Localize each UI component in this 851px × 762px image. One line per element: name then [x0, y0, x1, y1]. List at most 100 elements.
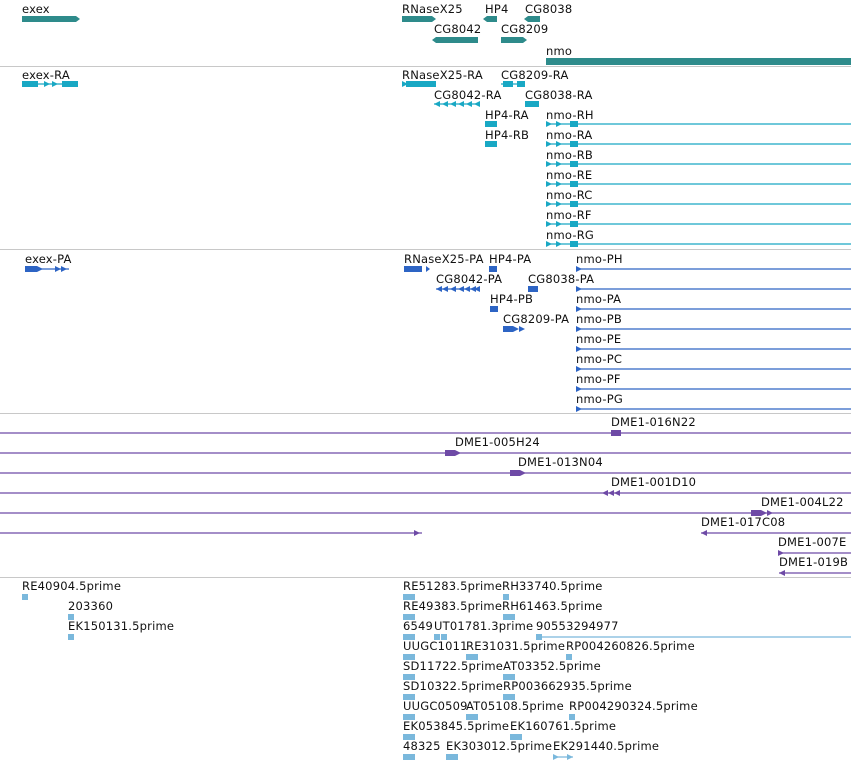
- clone-glyph[interactable]: [0, 430, 851, 436]
- est-glyph[interactable]: [434, 634, 440, 640]
- protein-glyph[interactable]: [576, 406, 851, 412]
- est-glyph[interactable]: [452, 754, 458, 760]
- gene-glyph[interactable]: [432, 37, 478, 43]
- est-label: UUGC0509: [403, 699, 468, 713]
- clone-glyph[interactable]: [0, 530, 422, 536]
- protein-glyph[interactable]: [576, 306, 851, 312]
- protein-label: nmo-PH: [576, 252, 623, 266]
- track-separator: [0, 249, 851, 250]
- est-glyph[interactable]: [68, 614, 74, 620]
- est-glyph[interactable]: [403, 714, 409, 720]
- gene-glyph[interactable]: [524, 16, 540, 22]
- est-glyph[interactable]: [409, 654, 415, 660]
- protein-glyph[interactable]: [576, 286, 851, 292]
- est-glyph[interactable]: [540, 634, 851, 640]
- clone-glyph[interactable]: [778, 550, 851, 556]
- est-glyph[interactable]: [403, 694, 409, 700]
- est-label: RH61463.5prime: [502, 599, 603, 613]
- clone-glyph[interactable]: [0, 450, 851, 456]
- est-glyph[interactable]: [509, 674, 515, 680]
- est-glyph[interactable]: [403, 754, 409, 760]
- protein-glyph[interactable]: [576, 266, 851, 272]
- est-glyph[interactable]: [569, 714, 575, 720]
- est-glyph[interactable]: [446, 754, 452, 760]
- est-glyph[interactable]: [503, 674, 509, 680]
- est-glyph[interactable]: [509, 694, 515, 700]
- est-glyph[interactable]: [403, 734, 409, 740]
- est-glyph[interactable]: [466, 654, 472, 660]
- est-glyph[interactable]: [409, 674, 415, 680]
- transcript-glyph[interactable]: [546, 241, 851, 247]
- clone-glyph[interactable]: [0, 470, 851, 476]
- gene-glyph[interactable]: [402, 16, 436, 22]
- protein-glyph[interactable]: [528, 286, 538, 292]
- est-glyph[interactable]: [503, 694, 509, 700]
- transcript-glyph[interactable]: [525, 101, 539, 107]
- transcript-glyph[interactable]: [22, 81, 78, 87]
- transcript-glyph[interactable]: [546, 221, 851, 227]
- est-glyph[interactable]: [22, 594, 28, 600]
- est-glyph[interactable]: [409, 734, 415, 740]
- est-glyph[interactable]: [516, 734, 522, 740]
- protein-glyph[interactable]: [489, 266, 497, 272]
- transcript-glyph[interactable]: [402, 81, 436, 87]
- est-glyph[interactable]: [403, 654, 409, 660]
- est-glyph[interactable]: [441, 634, 447, 640]
- est-glyph[interactable]: [409, 714, 415, 720]
- clone-glyph[interactable]: [779, 570, 851, 576]
- gene-glyph[interactable]: [546, 58, 851, 65]
- est-label: RP004260826.5prime: [566, 639, 695, 653]
- protein-glyph[interactable]: [25, 266, 69, 272]
- transcript-glyph[interactable]: [546, 141, 851, 147]
- transcript-glyph[interactable]: [546, 161, 851, 167]
- protein-glyph[interactable]: [404, 266, 430, 272]
- protein-glyph[interactable]: [576, 366, 851, 372]
- est-glyph[interactable]: [509, 614, 515, 620]
- gene-label: nmo: [546, 44, 573, 58]
- est-glyph[interactable]: [409, 754, 415, 760]
- transcript-glyph[interactable]: [501, 81, 525, 87]
- est-label: 203360: [68, 599, 114, 613]
- gene-label: exex: [22, 2, 50, 16]
- transcript-label: nmo-RG: [546, 228, 594, 242]
- gene-glyph[interactable]: [483, 16, 497, 22]
- est-glyph[interactable]: [403, 674, 409, 680]
- est-glyph[interactable]: [68, 634, 74, 640]
- protein-glyph[interactable]: [503, 326, 527, 332]
- est-glyph[interactable]: [510, 734, 516, 740]
- transcript-glyph[interactable]: [485, 141, 497, 147]
- est-glyph[interactable]: [466, 714, 472, 720]
- transcript-glyph[interactable]: [546, 121, 851, 127]
- est-glyph[interactable]: [472, 714, 478, 720]
- transcript-glyph[interactable]: [546, 201, 851, 207]
- protein-glyph[interactable]: [436, 286, 480, 292]
- transcript-glyph[interactable]: [546, 181, 851, 187]
- gene-label: CG8209: [501, 22, 549, 36]
- est-glyph[interactable]: [409, 614, 415, 620]
- est-glyph[interactable]: [409, 634, 415, 640]
- transcript-glyph[interactable]: [485, 121, 497, 127]
- protein-glyph[interactable]: [576, 346, 851, 352]
- clone-glyph[interactable]: [701, 530, 851, 536]
- clone-glyph[interactable]: [0, 510, 851, 516]
- genes-track: exex RNaseX25 HP4 CG8038 CG8042 CG8209 n…: [0, 0, 851, 66]
- est-glyph[interactable]: [409, 694, 415, 700]
- est-glyph[interactable]: [403, 634, 409, 640]
- protein-glyph[interactable]: [490, 306, 498, 312]
- est-glyph[interactable]: [472, 654, 478, 660]
- protein-label: nmo-PF: [576, 372, 621, 386]
- transcript-glyph[interactable]: [434, 101, 480, 107]
- est-glyph[interactable]: [553, 754, 573, 760]
- est-glyph[interactable]: [566, 654, 572, 660]
- est-glyph[interactable]: [503, 594, 509, 600]
- protein-glyph[interactable]: [576, 326, 851, 332]
- est-glyph[interactable]: [409, 594, 415, 600]
- clone-glyph[interactable]: [0, 490, 851, 496]
- gene-glyph[interactable]: [22, 16, 80, 22]
- est-glyph[interactable]: [536, 634, 542, 640]
- protein-glyph[interactable]: [576, 386, 851, 392]
- est-glyph[interactable]: [503, 614, 509, 620]
- est-glyph[interactable]: [403, 594, 409, 600]
- gene-glyph[interactable]: [501, 37, 527, 43]
- est-glyph[interactable]: [403, 614, 409, 620]
